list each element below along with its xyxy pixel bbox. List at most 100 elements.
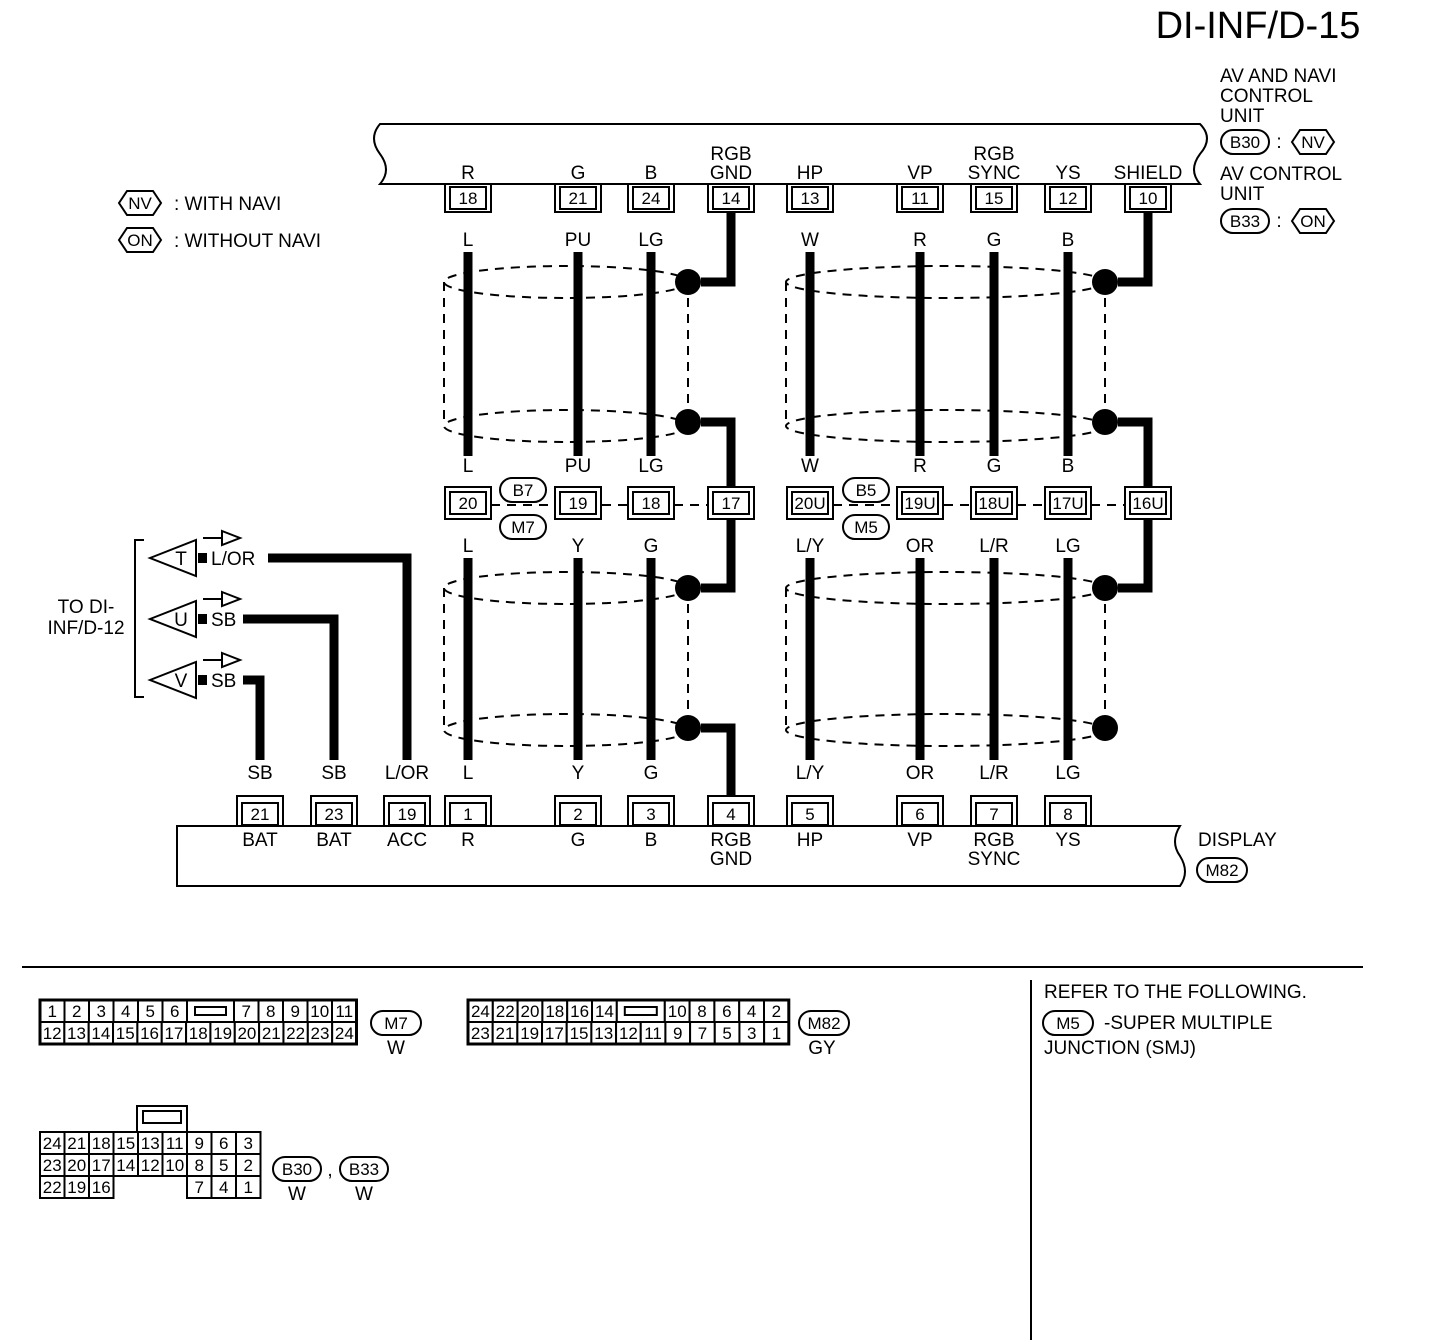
display-pin-8-number: 8 bbox=[1063, 805, 1072, 824]
connector-face-m7-cavity: 13 bbox=[67, 1024, 86, 1043]
connector-face-b30-label-code: B30 bbox=[282, 1160, 312, 1179]
display-pin-5-outer bbox=[786, 795, 834, 826]
power-source-label: INF/D-12 bbox=[47, 618, 124, 639]
shield-ground-dot bbox=[1092, 715, 1118, 741]
unit-pin-24-box bbox=[632, 186, 670, 210]
connector-face-m7-color: W bbox=[387, 1038, 405, 1059]
diagram-frame bbox=[22, 123, 1363, 1340]
av-control-unit-name: UNIT bbox=[1220, 184, 1265, 205]
junction-pin-17-number: 17 bbox=[722, 494, 741, 513]
wire-color-label: L/OR bbox=[211, 549, 255, 570]
wire-color-label: B bbox=[1062, 456, 1075, 477]
connector-face-m7-label-oval bbox=[370, 1010, 422, 1036]
unit-pin-12-box bbox=[1049, 186, 1087, 210]
connector-face-m82-cavity: 4 bbox=[747, 1002, 756, 1021]
display-pin-19-outer bbox=[383, 795, 431, 826]
unit-pin-12-outer bbox=[1044, 184, 1092, 213]
terminal-stub bbox=[198, 675, 207, 685]
junction-pin-18-number: 18 bbox=[642, 494, 661, 513]
direction-arrow-head bbox=[221, 651, 243, 669]
display-pin-7-number: 7 bbox=[989, 805, 998, 824]
junction-pin-20U-number: 20U bbox=[794, 494, 825, 513]
display-pin-6-box bbox=[901, 802, 939, 826]
wire-color-label: LG bbox=[638, 230, 663, 251]
wire-color-label: W bbox=[801, 230, 819, 251]
wire-color-label: R bbox=[913, 230, 927, 251]
display-pin-23-number: 23 bbox=[325, 805, 344, 824]
display-pin-19-number: 19 bbox=[398, 805, 417, 824]
connector-face-b30-cavity: 10 bbox=[165, 1156, 184, 1175]
unit-pin-21-number: 21 bbox=[569, 189, 588, 208]
power-source-brace bbox=[134, 539, 144, 698]
shield-upper-right-bottom bbox=[785, 409, 1106, 443]
wire-color-label: L/R bbox=[979, 536, 1009, 557]
wire-color-label: Y bbox=[572, 536, 585, 557]
junction-pin-19U-box bbox=[901, 491, 939, 515]
display-pin-3-number: 3 bbox=[646, 805, 655, 824]
display-pin-5-box bbox=[791, 802, 829, 826]
wire-color-label: SB bbox=[211, 610, 236, 631]
junction-pin-20-box bbox=[449, 491, 487, 515]
wire-color-label: OR bbox=[906, 763, 935, 784]
option-nv-hex bbox=[1290, 129, 1336, 155]
drain-wire-shield-low bbox=[1118, 519, 1153, 593]
display-pin-2-outer bbox=[554, 795, 602, 826]
unit-signal-label: YS bbox=[1055, 163, 1080, 184]
display-pin-6-number: 6 bbox=[915, 805, 924, 824]
connector-face-m82-label-code: M82 bbox=[807, 1014, 840, 1033]
connector-face-m7-cavity: 7 bbox=[242, 1002, 251, 1021]
unit-pin-24-outer bbox=[627, 184, 675, 213]
connector-face-m82-cavity: 17 bbox=[545, 1024, 564, 1043]
legend-on-hex bbox=[117, 227, 163, 253]
display-connector-oval bbox=[1196, 857, 1248, 883]
shield-upper-right-top bbox=[785, 265, 1106, 299]
junction-pin-17-box bbox=[712, 491, 750, 515]
connector-face-m7-cavity: 3 bbox=[97, 1002, 106, 1021]
display-name: DISPLAY bbox=[1198, 830, 1277, 851]
connector-face-m82-cavity: 13 bbox=[594, 1024, 613, 1043]
connector-face-b30-cavity: 13 bbox=[141, 1134, 160, 1153]
shield-ground-dot bbox=[1092, 269, 1118, 295]
connector-face-m7-cavity: 23 bbox=[311, 1024, 330, 1043]
unit-pin-15-outer bbox=[970, 184, 1018, 213]
wire-color-label: OR bbox=[906, 536, 935, 557]
connector-face-b33-label-code: B33 bbox=[349, 1160, 379, 1179]
shield-lower-right-top bbox=[785, 571, 1106, 605]
unit-pin-10-outer bbox=[1124, 184, 1172, 213]
connector-face-b30-cavity: 9 bbox=[195, 1134, 204, 1153]
refer-code-oval bbox=[1042, 1010, 1094, 1036]
display-pin-8-box bbox=[1049, 802, 1087, 826]
unit-signal-label: RGB bbox=[973, 144, 1014, 165]
wire-color-label: SB bbox=[321, 763, 346, 784]
terminal-V bbox=[147, 660, 197, 700]
display-pin-3-box bbox=[632, 802, 670, 826]
connector-face-m7-cavity: 9 bbox=[291, 1002, 300, 1021]
display-signal-label: ACC bbox=[387, 830, 427, 851]
colon-label: : bbox=[1276, 211, 1281, 232]
display-pin-3-outer bbox=[627, 795, 675, 826]
wire-color-label: PU bbox=[565, 230, 591, 251]
option-on-hex bbox=[1290, 208, 1336, 234]
wire-color-label: LG bbox=[638, 456, 663, 477]
wire-color-label: LG bbox=[1055, 763, 1080, 784]
connector-face-separator: , bbox=[327, 1160, 332, 1181]
wire-layer bbox=[198, 212, 1153, 796]
control-unit-name: UNIT bbox=[1220, 106, 1265, 127]
wire-color-label: B bbox=[1062, 230, 1075, 251]
display-signal-label: VP bbox=[907, 830, 932, 851]
display-pin-8-outer bbox=[1044, 795, 1092, 826]
connector-face-m82-label-oval bbox=[798, 1010, 850, 1036]
connector-face-b33-label-oval bbox=[339, 1156, 389, 1182]
junction-pin-19U-number: 19U bbox=[904, 494, 935, 513]
connector-face-m82-cavity: 8 bbox=[697, 1002, 706, 1021]
connector-face-m82-cavity: 14 bbox=[595, 1002, 614, 1021]
connector-face-b30-cavity: 2 bbox=[244, 1156, 253, 1175]
page-title: DI-INF/D-15 bbox=[1156, 5, 1361, 47]
connector-face-m7-cavity: 4 bbox=[121, 1002, 130, 1021]
connector-face-m7-cavity: 2 bbox=[72, 1002, 81, 1021]
terminal-U bbox=[147, 599, 197, 639]
connector-face-m82-cavity: 18 bbox=[545, 1002, 564, 1021]
display-pin-7-outer bbox=[970, 795, 1018, 826]
connector-face-b30-cavity: 8 bbox=[195, 1156, 204, 1175]
